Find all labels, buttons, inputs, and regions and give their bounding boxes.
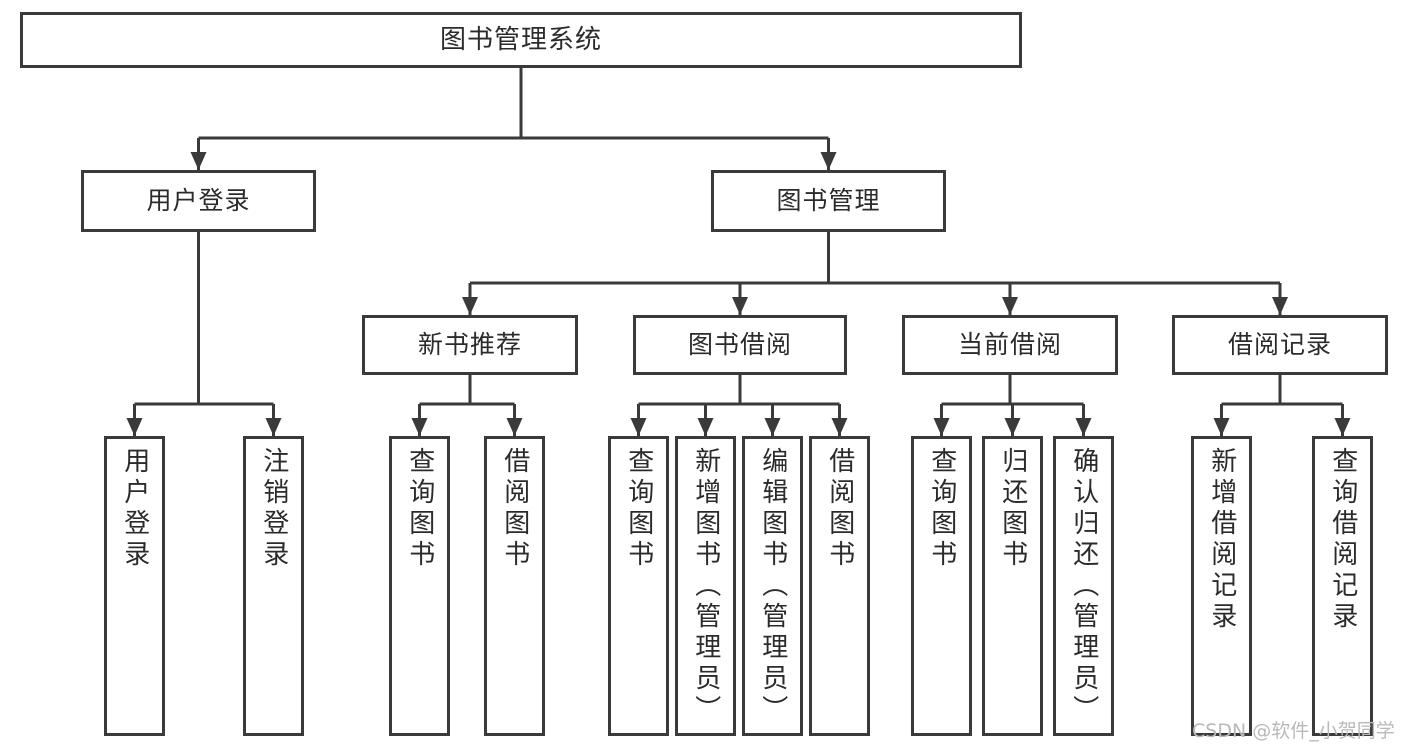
node-current_borrow[interactable]: 当前借阅 [902,315,1118,375]
node-borrow_record[interactable]: 借阅记录 [1172,315,1388,375]
node-leaf_borrow_book_1[interactable]: 借阅图书 [484,436,545,736]
node-label-leaf_borrow_book_2: 借阅图书 [824,447,855,571]
node-label-new_book_rec: 新书推荐 [417,330,522,360]
node-leaf_user_login[interactable]: 用户登录 [104,436,165,736]
node-label-leaf_add_record: 新增借阅记录 [1206,447,1237,633]
node-leaf_return_book[interactable]: 归还图书 [982,436,1043,736]
node-label-leaf_borrow_book_1: 借阅图书 [499,447,530,571]
node-label-leaf_query_record: 查询借阅记录 [1327,447,1358,633]
node-label-leaf_add_book: 新增图书（管理员） [690,447,721,726]
node-leaf_query_book_2[interactable]: 查询图书 [608,436,669,736]
node-root[interactable]: 图书管理系统 [20,12,1022,68]
node-leaf_add_record[interactable]: 新增借阅记录 [1191,436,1252,736]
node-label-book_mgmt: 图书管理 [776,186,881,216]
node-leaf_borrow_book_2[interactable]: 借阅图书 [809,436,870,736]
node-label-borrow_record: 借阅记录 [1227,330,1332,360]
node-label-current_borrow: 当前借阅 [957,330,1062,360]
node-leaf_edit_book[interactable]: 编辑图书（管理员） [742,436,803,736]
node-leaf_confirm_return[interactable]: 确认归还（管理员） [1053,436,1114,736]
node-label-leaf_confirm_return: 确认归还（管理员） [1068,447,1099,726]
node-label-leaf_user_logout: 注销登录 [258,447,289,571]
node-label-leaf_query_book_2: 查询图书 [623,447,654,571]
node-label-leaf_query_book_1: 查询图书 [404,447,435,571]
node-book_mgmt[interactable]: 图书管理 [711,170,946,232]
node-label-leaf_user_login: 用户登录 [119,447,150,571]
node-new_book_rec[interactable]: 新书推荐 [362,315,578,375]
node-label-leaf_return_book: 归还图书 [997,447,1028,571]
node-user_login[interactable]: 用户登录 [81,170,316,232]
node-label-root: 图书管理系统 [439,24,602,55]
node-leaf_user_logout[interactable]: 注销登录 [243,436,304,736]
node-book_borrow[interactable]: 图书借阅 [633,315,847,375]
node-leaf_query_record[interactable]: 查询借阅记录 [1312,436,1373,736]
node-leaf_query_book_1[interactable]: 查询图书 [389,436,450,736]
node-label-leaf_query_book_3: 查询图书 [926,447,957,571]
watermark: CSDN @软件_小贺同学 [1192,720,1395,742]
node-label-leaf_edit_book: 编辑图书（管理员） [757,447,788,726]
node-label-user_login: 用户登录 [146,186,251,216]
node-leaf_query_book_3[interactable]: 查询图书 [911,436,972,736]
node-label-book_borrow: 图书借阅 [687,330,792,360]
node-leaf_add_book[interactable]: 新增图书（管理员） [675,436,736,736]
